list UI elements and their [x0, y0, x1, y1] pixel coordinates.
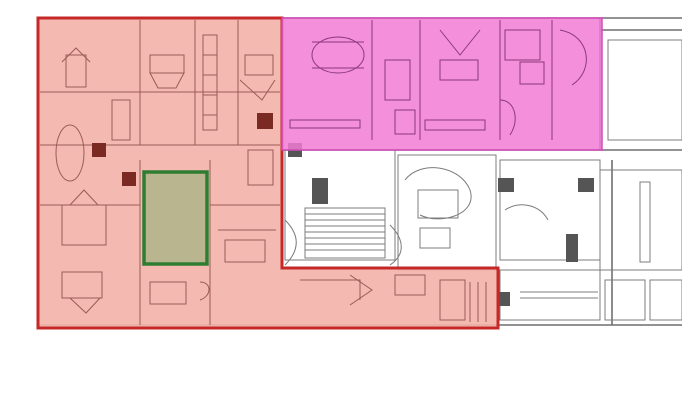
pink-zone-furniture [289, 20, 587, 140]
red-zone-furniture [40, 20, 487, 325]
zone-green[interactable] [142, 170, 209, 266]
structural-columns [92, 113, 273, 186]
stairs [304, 207, 386, 259]
